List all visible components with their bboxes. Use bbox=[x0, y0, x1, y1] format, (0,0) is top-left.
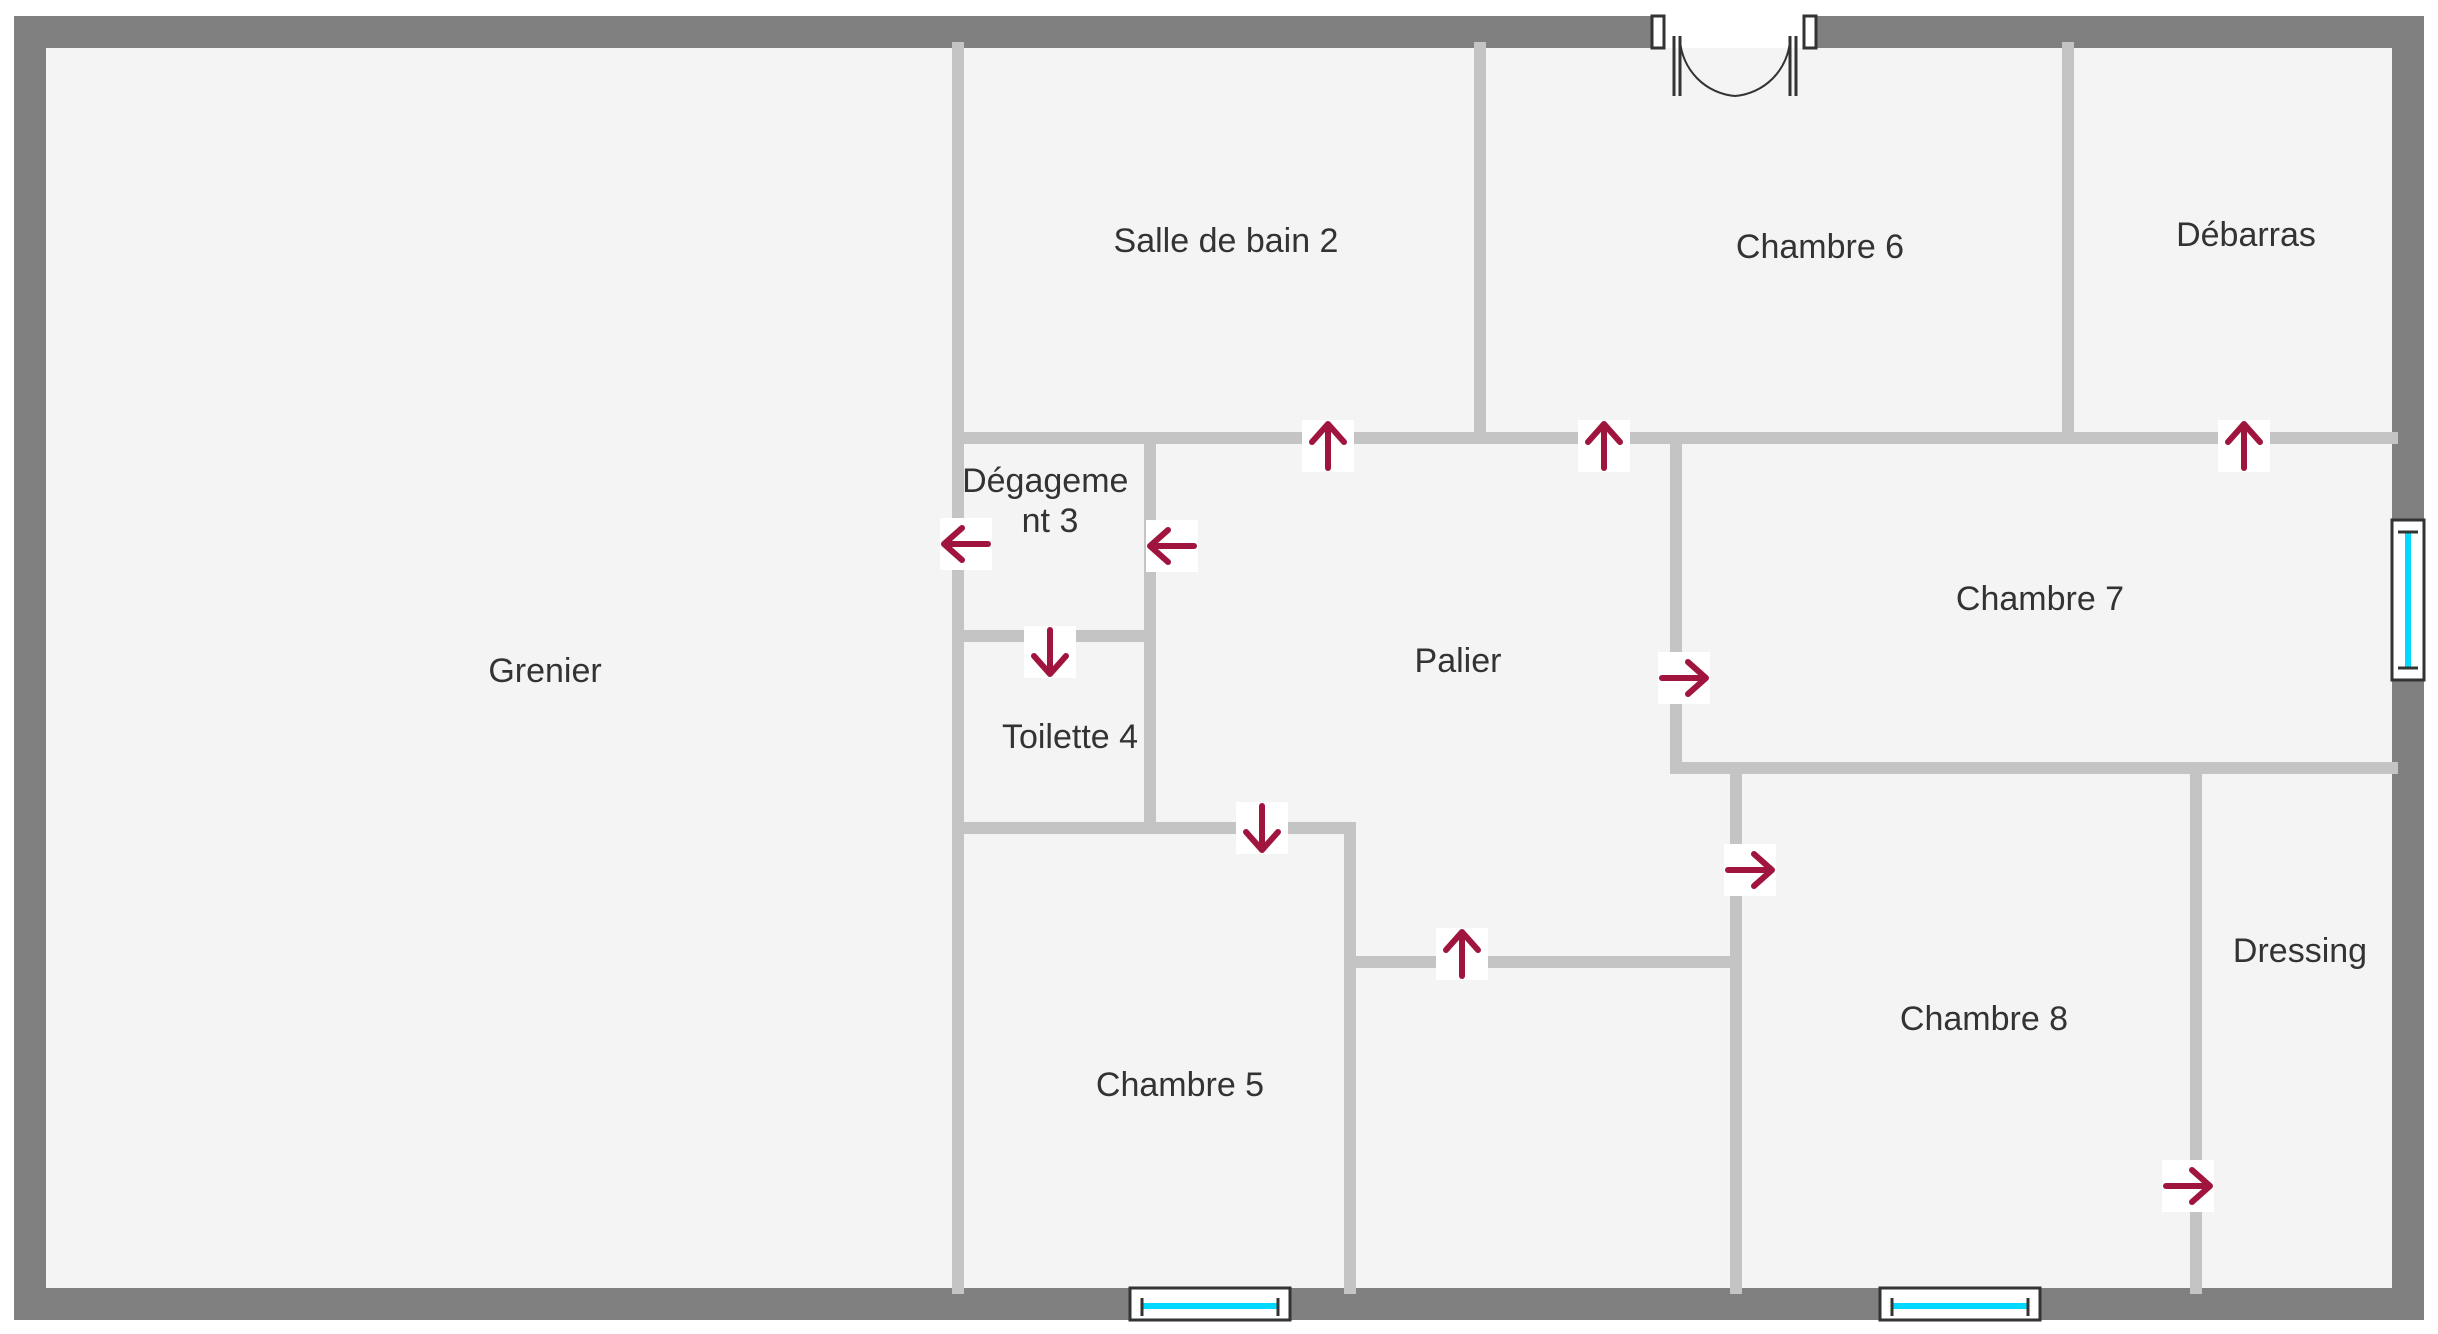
room-label-dressing: Dressing bbox=[2233, 932, 2367, 970]
room-label-degagement-3: Dégageme nt 3 bbox=[962, 462, 1138, 540]
arrow-icon bbox=[1724, 844, 1776, 896]
arrow-icon bbox=[1436, 928, 1488, 980]
room-label-debarras: Débarras bbox=[2176, 216, 2316, 254]
window-icon bbox=[2390, 518, 2426, 682]
arrow-icon bbox=[1302, 420, 1354, 472]
window-icon bbox=[1878, 1286, 2042, 1322]
arrow-icon bbox=[2218, 420, 2270, 472]
arrow-icon bbox=[1658, 652, 1710, 704]
room-label-palier: Palier bbox=[1415, 642, 1502, 680]
double-door-icon bbox=[1650, 14, 1818, 97]
room-label-toilette-4: Toilette 4 bbox=[1002, 718, 1138, 756]
room-label-chambre-8: Chambre 8 bbox=[1900, 1000, 2068, 1038]
room-label-chambre-6: Chambre 6 bbox=[1736, 228, 1904, 266]
room-label-salle-de-bain-2: Salle de bain 2 bbox=[1114, 222, 1339, 260]
arrow-icon bbox=[940, 518, 992, 570]
arrow-icon bbox=[1024, 626, 1076, 678]
arrow-icon bbox=[2162, 1160, 2214, 1212]
arrow-icon bbox=[1236, 802, 1288, 854]
arrow-icon bbox=[1578, 420, 1630, 472]
room-label-chambre-5: Chambre 5 bbox=[1096, 1066, 1264, 1104]
floor bbox=[46, 48, 2392, 1288]
window-icon bbox=[1128, 1286, 1292, 1322]
room-label-chambre-7: Chambre 7 bbox=[1956, 580, 2124, 618]
room-label-grenier: Grenier bbox=[488, 652, 601, 690]
arrow-icon bbox=[1146, 520, 1198, 572]
